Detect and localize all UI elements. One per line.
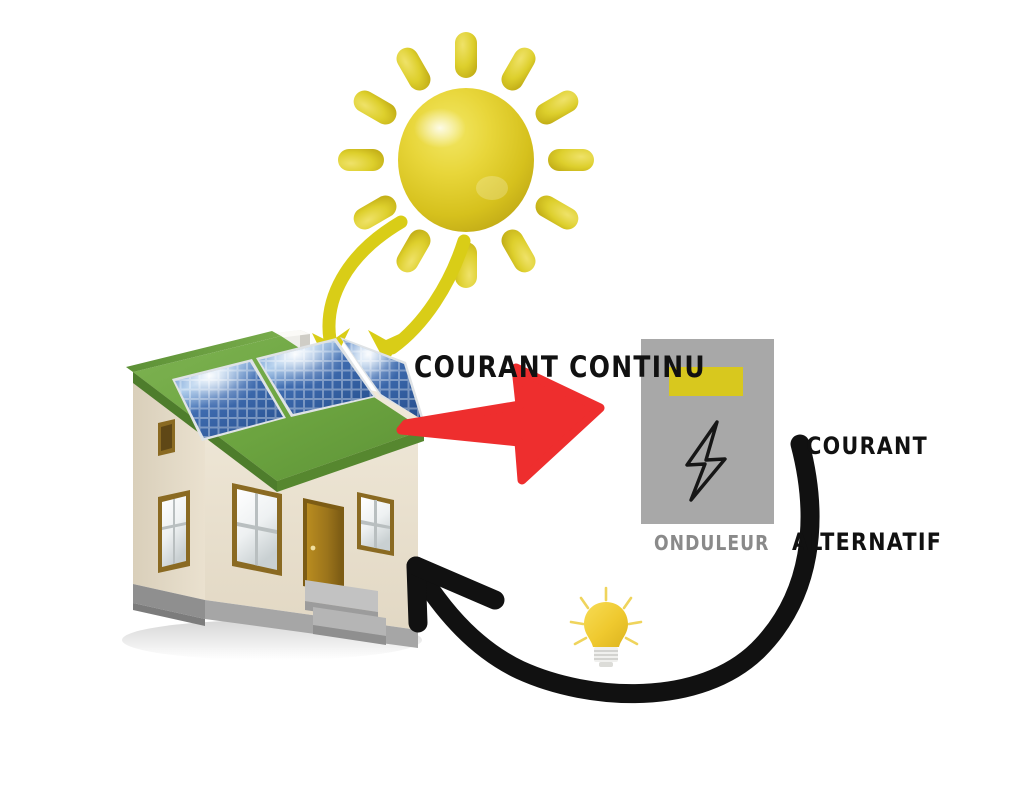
entry-steps: [305, 580, 386, 645]
solar-panel-array: [172, 337, 424, 441]
lightning-bolt-icon: [685, 420, 727, 502]
label-inverter: ONDULEUR: [654, 531, 770, 555]
front-window-right: [357, 492, 394, 556]
inverter-display: [669, 367, 743, 396]
solar-panel: [340, 337, 424, 420]
side-window-left: [158, 490, 190, 573]
front-window-left: [232, 483, 282, 576]
label-alternating-current-line2: ALTERNATIF: [792, 528, 943, 556]
attic-window: [158, 419, 175, 456]
bulb-glass: [584, 602, 628, 647]
front-door: [303, 498, 344, 594]
label-direct-current: COURANT CONTINU: [414, 350, 706, 384]
sun-disc: [398, 88, 534, 232]
sunlight-arrow-left-shaft: [322, 215, 408, 347]
sun-rays: [338, 32, 594, 288]
solar-panel: [172, 359, 286, 441]
sunlight-arrow-right-shaft: [385, 234, 471, 355]
bulb-rays: [569, 586, 643, 646]
label-alternating-current-line1: COURANT: [806, 432, 928, 460]
inverter-box: [641, 339, 774, 524]
solar-panel: [256, 338, 376, 417]
light-bulb-icon: [569, 586, 643, 667]
label-alternating-current: COURANT ALTERNATIF: [792, 366, 942, 622]
